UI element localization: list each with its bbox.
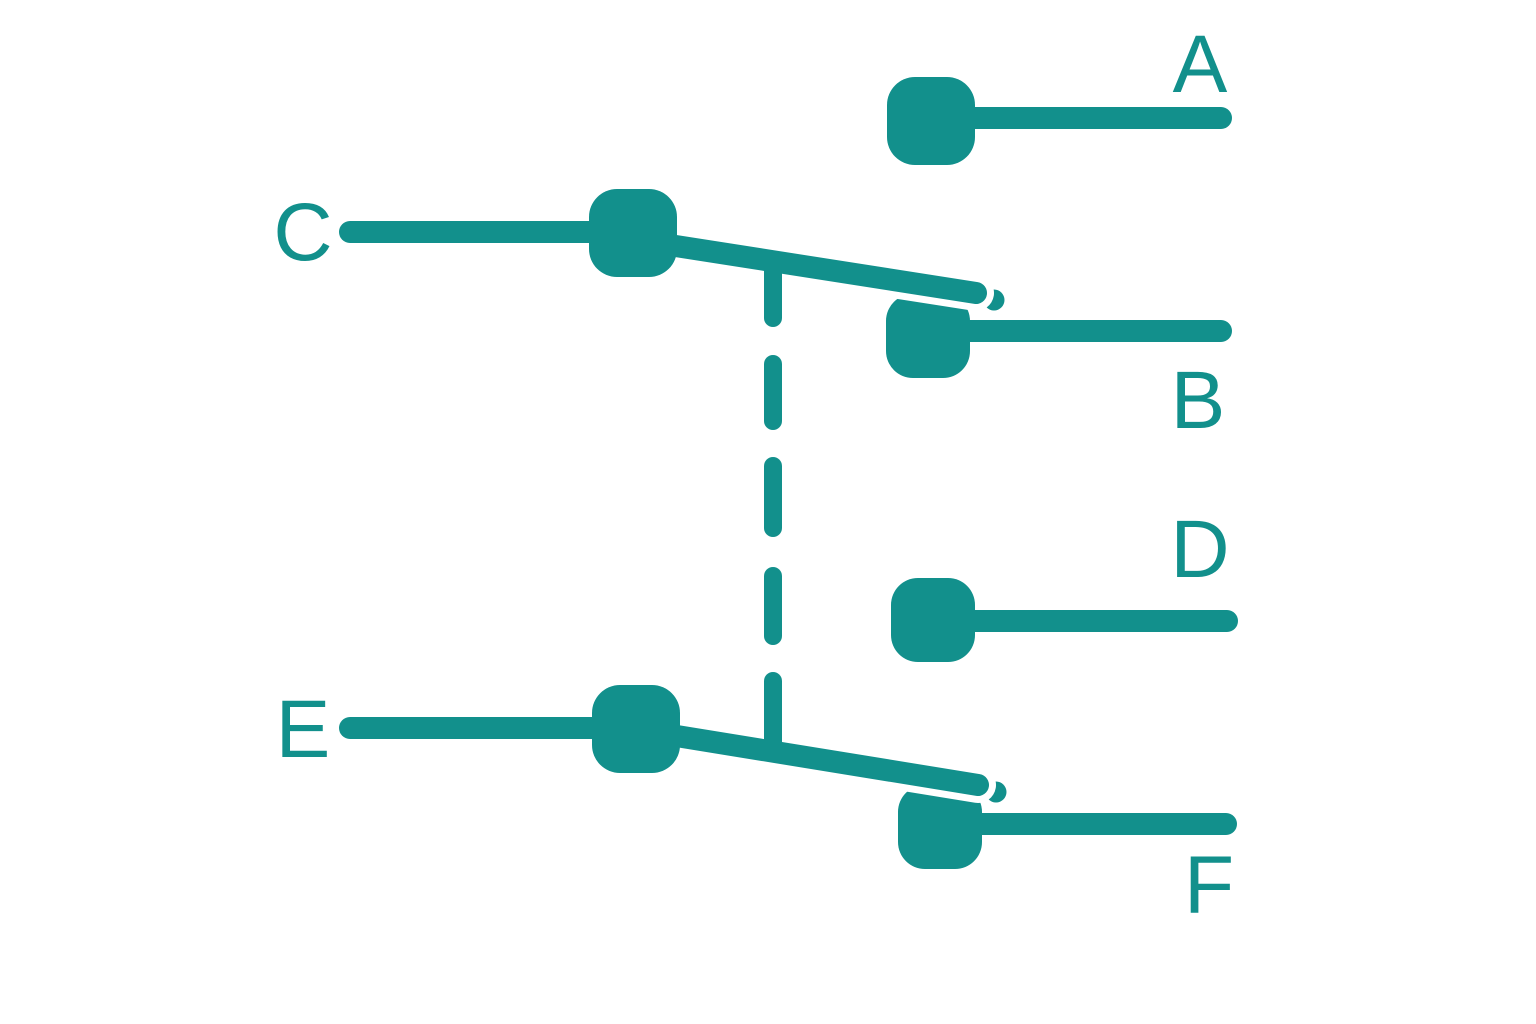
label-terminal-e: E	[275, 684, 331, 775]
label-terminal-a: A	[1172, 19, 1228, 110]
label-terminal-c: C	[273, 187, 333, 278]
label-terminal-f: F	[1183, 840, 1235, 931]
label-terminal-d: D	[1170, 504, 1230, 595]
label-terminal-b: B	[1170, 355, 1226, 446]
terminal-f-contact-dot	[898, 785, 982, 869]
terminal-a-contact-dot	[887, 77, 975, 165]
terminal-d-contact-dot	[891, 578, 975, 662]
pole-e-lever	[641, 721, 989, 796]
pole-e-pivot-dot	[592, 685, 680, 773]
terminal-b-contact-dot	[886, 294, 970, 378]
pole-c-pivot-dot	[589, 189, 677, 277]
pole-c-lever	[639, 231, 987, 304]
